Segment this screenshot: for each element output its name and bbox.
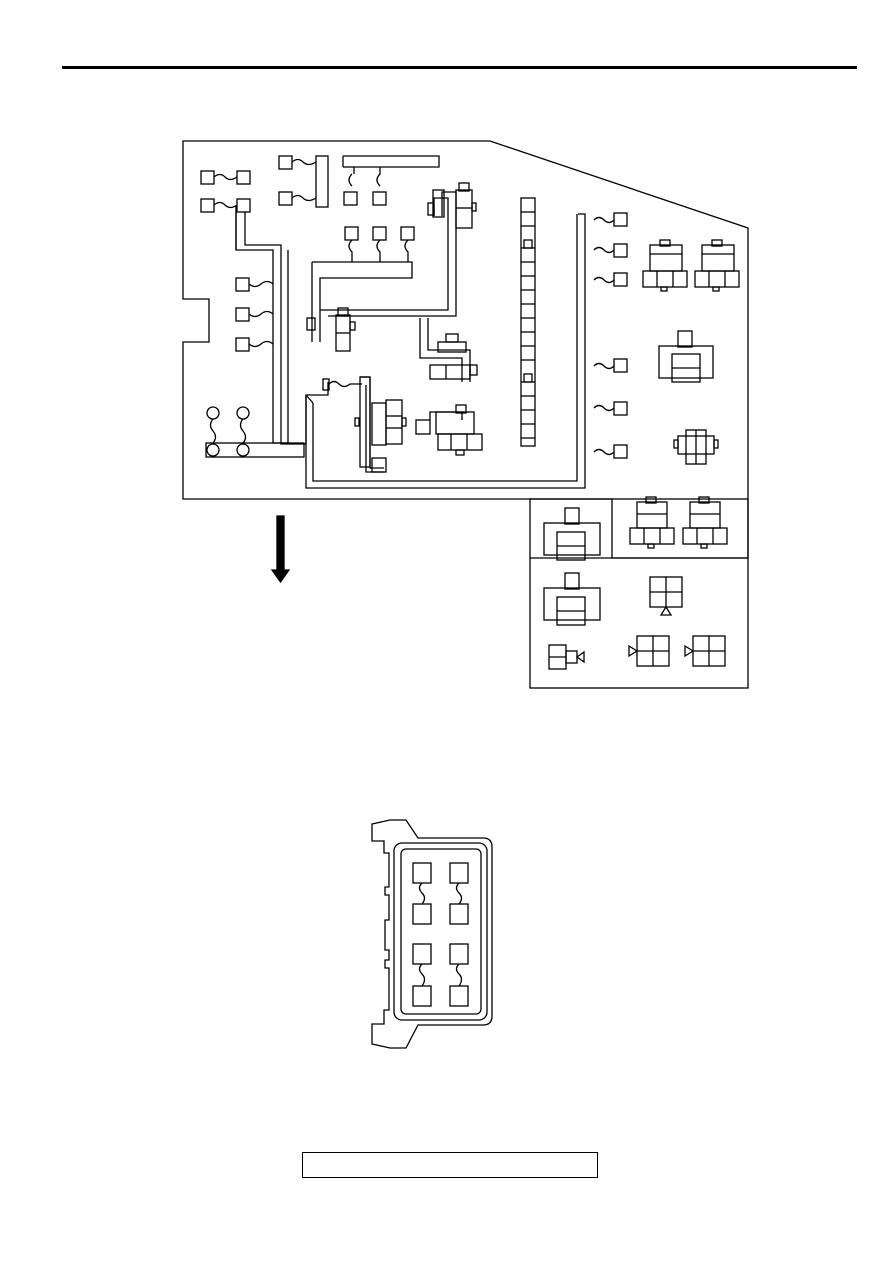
terminal-8	[449, 985, 469, 1007]
terminal-2	[449, 862, 469, 884]
caption-box	[302, 1152, 598, 1178]
terminal-7	[412, 985, 432, 1007]
right-terminal-column	[593, 212, 628, 459]
terminal-5	[412, 943, 432, 965]
terminal-6	[449, 943, 469, 965]
header-rule	[62, 66, 857, 69]
connector-housing	[371, 819, 493, 1049]
fuse-column	[520, 197, 536, 447]
terminal-3	[412, 903, 432, 925]
relay-cross	[673, 429, 719, 465]
relays-lower-panel	[543, 507, 726, 670]
down-arrow-icon	[270, 515, 291, 584]
lower-right-sub-panel	[529, 498, 749, 689]
connector-front-view	[371, 819, 493, 1049]
junction-block-layout	[182, 140, 749, 689]
fuse-terminals-top-left	[200, 155, 329, 213]
relay-pair-bottom	[629, 496, 728, 549]
relay-large	[658, 330, 714, 383]
junction-block-outline	[182, 140, 749, 559]
relay-pair-top	[642, 239, 740, 292]
terminal-1	[412, 862, 432, 884]
terminal-4	[449, 903, 469, 925]
